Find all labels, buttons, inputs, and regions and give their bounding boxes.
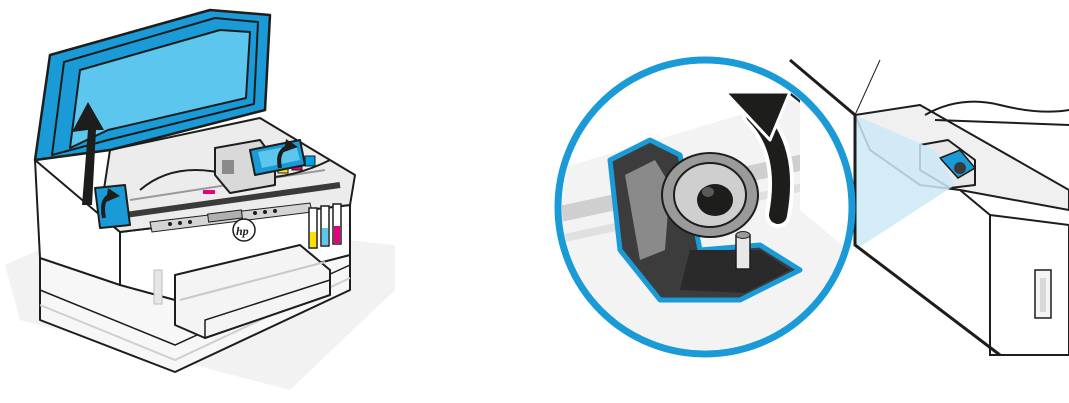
left-panel-printer: hp (5, 10, 395, 390)
zoom-printer-front (990, 215, 1069, 355)
zoom-callout-circle (555, 60, 860, 400)
tank-cap (662, 153, 758, 237)
hp-logo-icon: hp (233, 219, 255, 241)
ink-level-windows (309, 204, 341, 248)
ink-cyan-tank (305, 156, 315, 166)
ink-magenta-mark (203, 190, 215, 194)
tank-nozzle (736, 232, 750, 270)
right-panel-zoom (555, 60, 1069, 400)
svg-text:hp: hp (236, 224, 249, 238)
